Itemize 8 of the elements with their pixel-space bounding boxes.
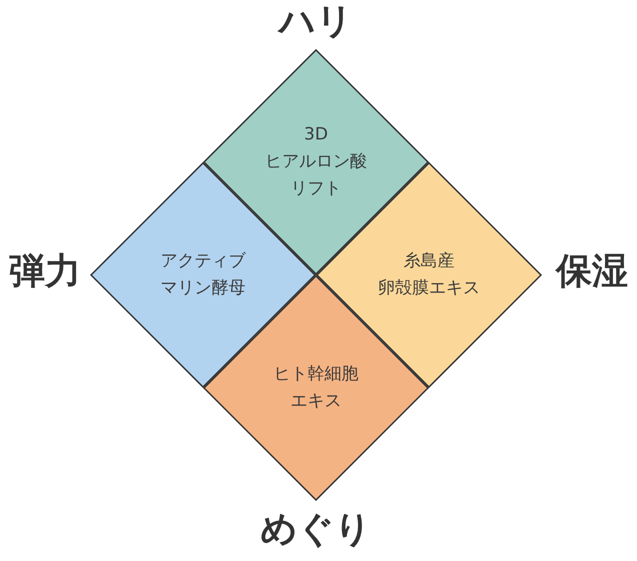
axis-label: 保湿 xyxy=(556,251,628,293)
node-text: 3Dヒアルロン酸リフト xyxy=(265,124,367,200)
axis-label: 弾力 xyxy=(9,251,81,293)
axis-label: ハリ xyxy=(279,1,353,43)
node-text: 糸島産卵殻膜エキス xyxy=(378,250,480,300)
node-text: ヒト幹細胞エキス xyxy=(274,363,358,413)
node-text: アクティブマリン酵母 xyxy=(160,250,246,300)
axis-label: めぐり xyxy=(260,509,372,551)
